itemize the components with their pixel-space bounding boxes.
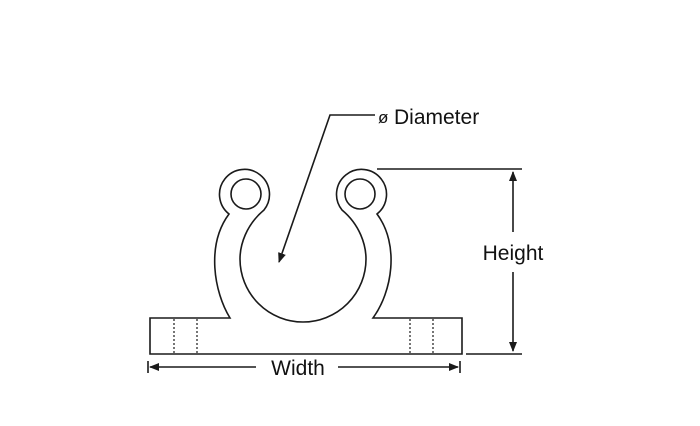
width-label: Width — [271, 357, 325, 380]
hidden-screw-holes — [173, 319, 434, 353]
right-mounting-eye — [344, 178, 376, 210]
left-mounting-eye — [230, 178, 262, 210]
diameter-label: Diameter — [394, 106, 479, 129]
diameter-leader-arrow — [278, 114, 375, 263]
clip-outline — [149, 168, 463, 355]
diameter-symbol: ø — [378, 108, 388, 127]
height-label: Height — [483, 242, 544, 265]
